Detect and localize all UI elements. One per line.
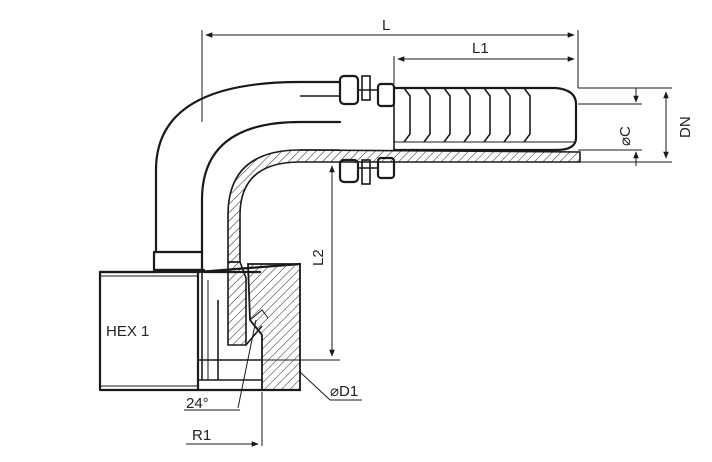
label-R1: R1: [192, 427, 211, 444]
label-L2: L2: [310, 249, 327, 266]
ferrule-rings: [338, 74, 396, 185]
label-DN: DN: [677, 116, 694, 138]
hex-nut: [98, 262, 302, 392]
label-angle: 24°: [186, 395, 209, 412]
collar: [152, 250, 204, 272]
dimension-D1: [299, 371, 362, 401]
label-D1: ⌀D1: [330, 383, 358, 400]
hose-tail: [392, 86, 578, 152]
dimension-DN: [578, 87, 672, 163]
dimension-R1: [186, 392, 263, 447]
label-hex1: HEX 1: [106, 323, 149, 340]
angle-leader: [184, 319, 257, 411]
dimension-L2: [262, 161, 340, 361]
dimension-C: [578, 88, 642, 166]
section-hatching: [227, 149, 581, 391]
elbow-body: [154, 80, 342, 380]
label-L: L: [382, 17, 390, 34]
dimension-L1: [393, 56, 575, 84]
label-C: ⌀C: [617, 126, 634, 146]
dimension-L: [201, 30, 579, 122]
label-L1: L1: [472, 40, 489, 57]
